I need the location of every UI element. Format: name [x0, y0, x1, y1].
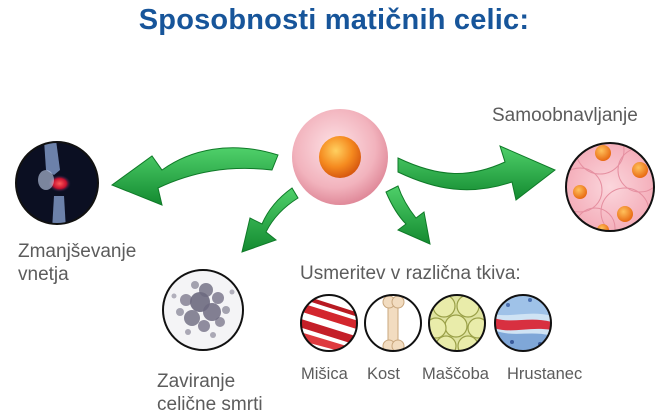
knee-inflammation-image: [15, 141, 99, 225]
tissue-label-cartilage: Hrustanec: [507, 365, 583, 383]
self-renewal-label: Samoobnavljanje: [492, 105, 638, 126]
cell-death-label-line2: celične smrti: [157, 394, 263, 415]
inflammation-label-line2: vnetja: [18, 264, 69, 285]
arrow-left-icon: [110, 147, 279, 206]
bone-tissue-image: [364, 294, 422, 352]
cell-death-image: [162, 269, 244, 351]
self-renewal-image: [565, 142, 655, 232]
cell-death-label: Zaviranje celične smrti: [157, 370, 263, 416]
cell-death-label-line1: Zaviranje: [157, 371, 236, 392]
inflammation-label-line1: Zmanjševanje: [18, 241, 137, 262]
page-title: Sposobnosti matičnih celic:: [138, 4, 530, 36]
muscle-tissue-image: [300, 294, 358, 352]
fat-tissue-image: [428, 294, 486, 352]
tissue-label-fat: Maščoba: [422, 365, 489, 383]
arrow-down-right-icon: [385, 185, 431, 245]
inflammation-label: Zmanjševanje vnetja: [18, 240, 136, 286]
arrow-down-left-icon: [241, 187, 299, 253]
arrow-right-icon: [397, 145, 556, 201]
tissue-label-bone: Kost: [367, 365, 401, 383]
stem-cell-icon: [292, 109, 388, 205]
cartilage-tissue-image: [494, 294, 552, 352]
differentiation-heading: Usmeritev v različna tkiva:: [300, 263, 521, 284]
tissue-label-muscle: Mišica: [301, 365, 348, 383]
